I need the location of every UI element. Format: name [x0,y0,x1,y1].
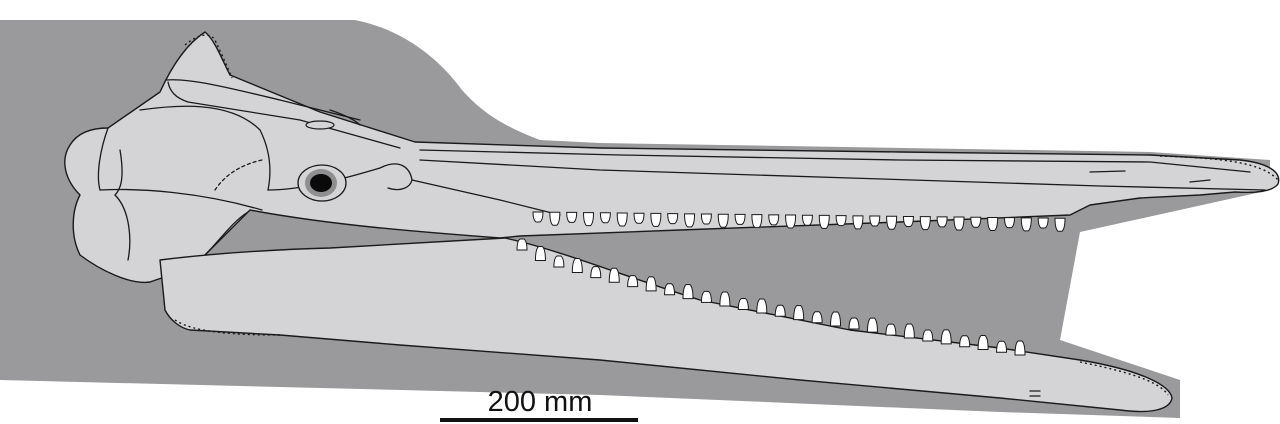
tooth-icon [751,214,763,229]
tooth-icon [737,298,749,311]
tooth-icon [987,216,999,231]
tooth-icon [903,323,915,339]
tooth-icon [734,213,746,225]
eye-icon [310,174,332,192]
tooth-icon [774,304,786,317]
tooth-icon [1037,217,1049,229]
mandible-tip-dotted [1079,361,1169,396]
tooth-icon [869,215,881,227]
tooth-icon [627,275,639,288]
tooth-icon [684,213,696,228]
tooth-icon [566,211,578,223]
tooth-icon [835,215,847,227]
tooth-icon [922,329,934,342]
tooth-icon [667,213,679,225]
tooth-icon [719,291,731,307]
tooth-icon [532,211,544,223]
tooth-icon [848,317,860,330]
mandible [159,237,1173,413]
tooth-icon [650,212,662,227]
tooth-icon [583,212,595,227]
tooth-icon [700,290,712,303]
scale-bar-label: 200 mm [488,386,593,418]
mandible-dotted-edge [174,319,281,336]
tooth-icon [549,211,561,226]
tooth-icon [953,216,965,231]
tooth-icon [571,258,583,274]
tooth-icon [616,212,628,227]
tooth-icon [590,266,602,279]
tooth-icon [785,214,797,229]
cranium [64,31,1280,284]
tooth-icon [717,213,729,228]
scale-bar: 200 mm [440,386,638,422]
tooth-icon [682,284,694,300]
skull [64,31,1280,413]
tooth-icon [599,212,611,224]
tooth-icon [885,323,897,336]
tooth-icon [756,298,768,314]
tooth-icon [645,276,657,292]
tooth-icon [664,283,676,296]
tooth-icon [940,329,952,345]
tooth-icon [936,216,948,228]
crest-dotted [184,34,233,79]
tooth-icon [852,215,864,230]
tooth-icon [608,267,620,283]
tooth-icon [818,214,830,229]
tooth-icon [553,255,565,268]
scale-bar-line [440,418,638,422]
tooth-icon [793,305,805,321]
tooth-icon [516,238,528,251]
tooth-icon [866,317,878,333]
rostrum-tip-dotted [1159,155,1279,181]
tooth-icon [959,335,971,348]
tooth-icon [1014,340,1026,356]
tooth-icon [801,214,813,226]
tooth-icon [534,245,546,261]
upper-teeth [532,211,1066,232]
tooth-icon [970,216,982,228]
tooth-icon [977,334,989,350]
tooth-icon [811,311,823,324]
tooth-icon [830,311,842,327]
tooth-icon [1020,217,1032,232]
tooth-icon [902,215,914,227]
tooth-icon [886,215,898,230]
suture-lines [97,79,1266,397]
tooth-icon [768,214,780,226]
tooth-icon [1054,217,1066,232]
tooth-icon [919,216,931,231]
lower-teeth [516,238,1026,356]
tooth-icon [700,213,712,225]
tooth-icon [1003,217,1015,229]
tooth-icon [633,212,645,224]
foramen-oval [305,120,335,130]
tooth-icon [996,340,1008,353]
